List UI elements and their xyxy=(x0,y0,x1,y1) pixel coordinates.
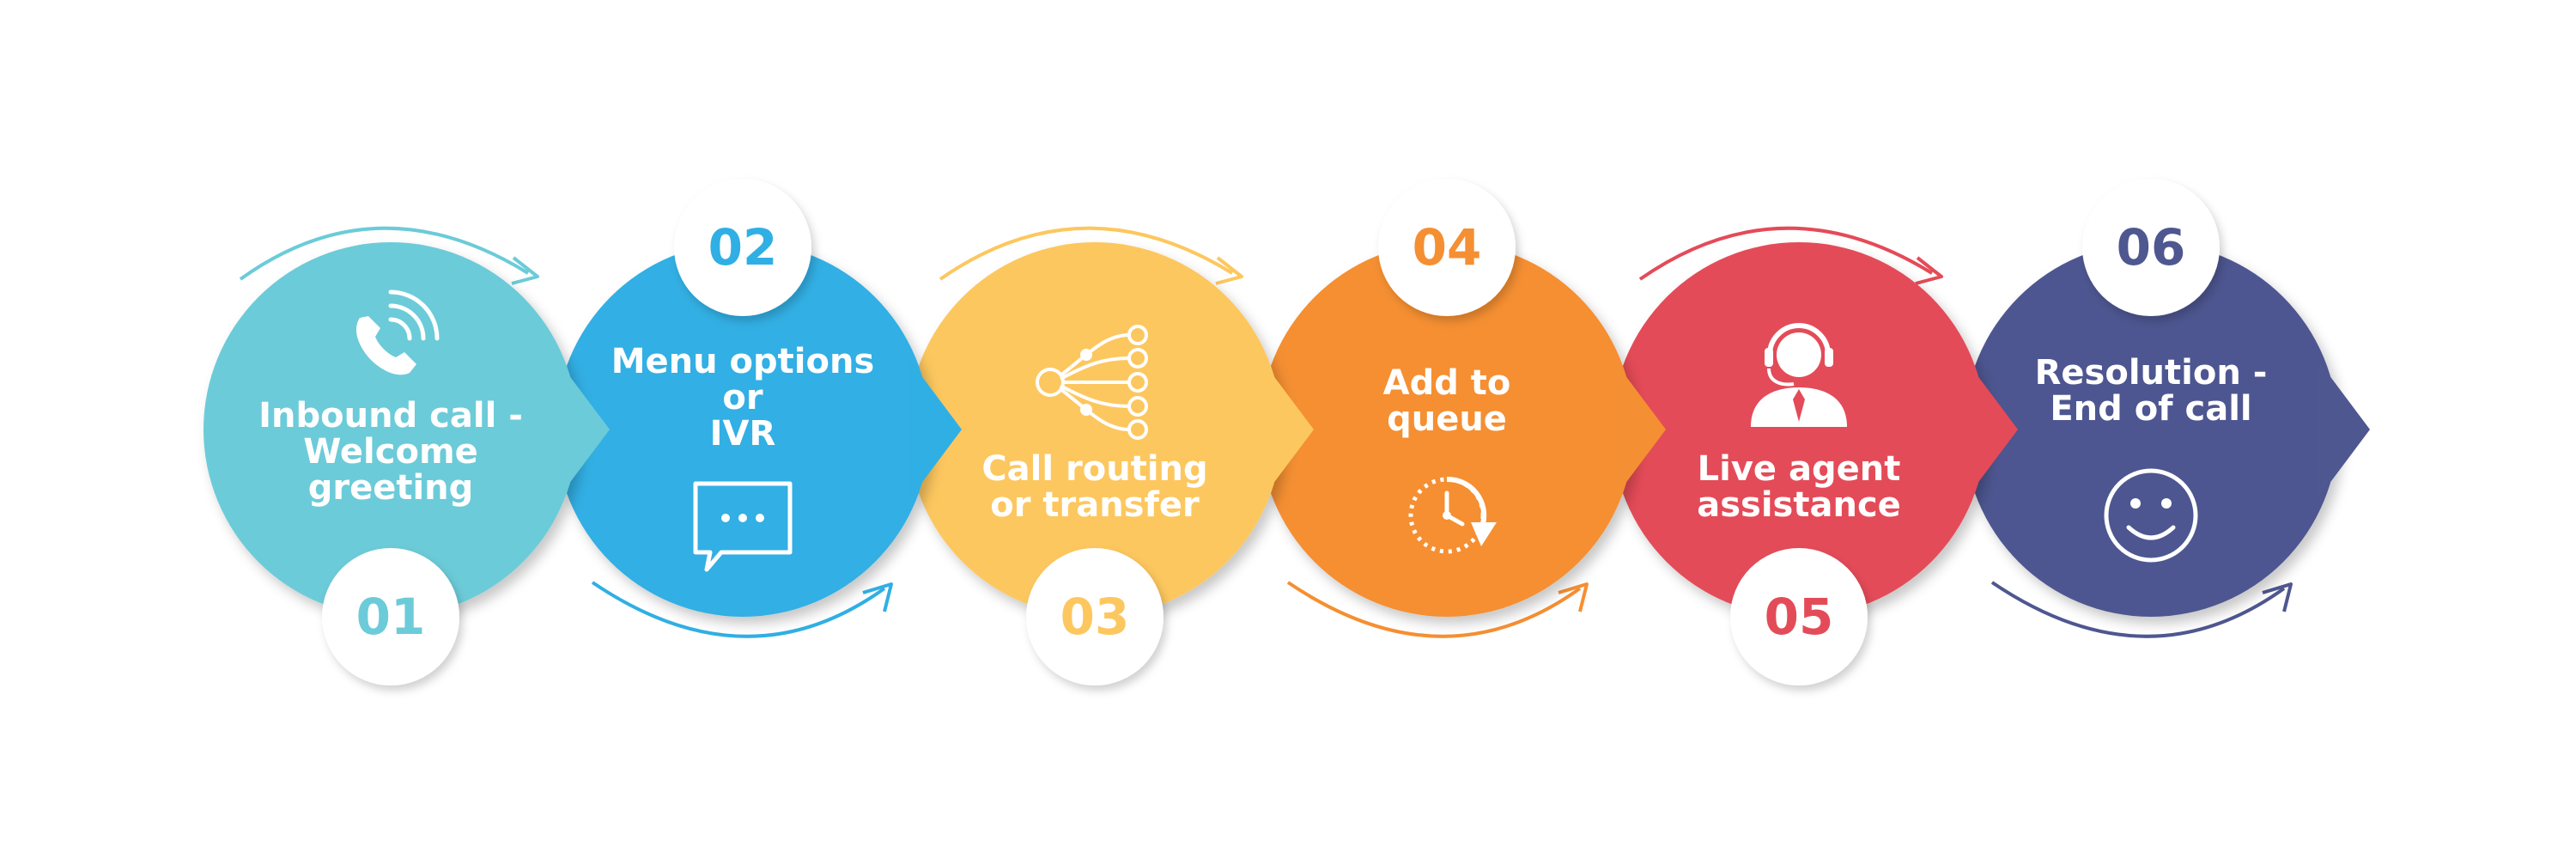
number-badge-1 xyxy=(322,548,459,685)
step-4-label: Add to queue xyxy=(1382,363,1511,439)
step-3-label: Call routing or transfer xyxy=(981,449,1208,525)
step-6-label: Resolution - End of call xyxy=(2034,353,2268,429)
step-3-number: 03 xyxy=(1060,588,1130,646)
step-1-shape xyxy=(204,242,610,617)
smiley-face-icon xyxy=(2104,468,2198,563)
number-badge-4 xyxy=(1378,179,1516,316)
number-badge-6 xyxy=(2082,179,2220,316)
step-1-label: Inbound call - Welcome greeting xyxy=(258,396,523,508)
arc-arrow-3 xyxy=(939,226,1243,285)
arc-arrow-2 xyxy=(591,581,893,638)
step-6-number: 06 xyxy=(2116,218,2186,277)
phone-ringing-icon xyxy=(356,289,440,375)
arc-arrow-4 xyxy=(1286,581,1589,638)
step-5-number: 05 xyxy=(1764,588,1834,646)
step-2-label: Menu options or IVR xyxy=(611,342,875,454)
step-2-shape xyxy=(556,242,962,617)
step-5-label: Live agent assistance xyxy=(1697,449,1901,525)
number-badge-3 xyxy=(1026,548,1163,685)
step-2-number: 02 xyxy=(708,218,778,277)
arc-arrow-5 xyxy=(1638,226,1943,285)
routing-network-icon xyxy=(1036,325,1148,440)
clock-wait-icon xyxy=(1408,476,1497,554)
step-1-number: 01 xyxy=(355,588,426,646)
step-4-shape xyxy=(1260,242,1666,617)
arc-arrow-1 xyxy=(239,226,539,285)
number-badge-5 xyxy=(1730,548,1868,685)
chat-bubble-icon xyxy=(693,481,793,572)
step-6-shape xyxy=(1964,242,2370,617)
step-3-shape xyxy=(908,242,1314,617)
step-5-shape xyxy=(1612,242,2018,617)
arc-arrow-6 xyxy=(1990,581,2293,638)
step-4-number: 04 xyxy=(1412,218,1482,277)
agent-headset-icon xyxy=(1751,323,1847,427)
number-badge-2 xyxy=(674,179,811,316)
